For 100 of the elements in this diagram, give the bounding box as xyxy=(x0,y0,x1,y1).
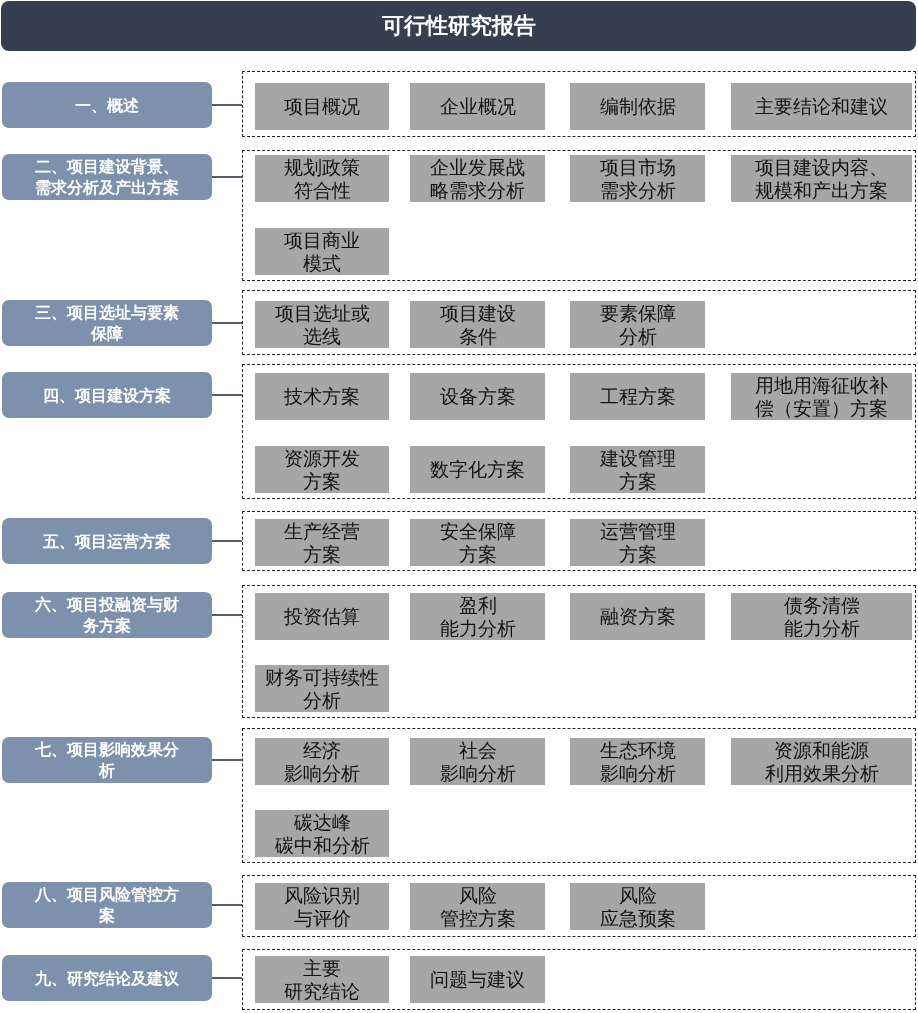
topic-box xyxy=(255,373,389,420)
topic-text: 资源和能源利用效果分析 xyxy=(764,738,879,785)
topic-box xyxy=(255,301,389,348)
topic-text: 债务清偿能力分析 xyxy=(783,593,860,640)
connector-line xyxy=(211,614,243,616)
chapter-box xyxy=(2,518,212,564)
topic-box xyxy=(570,446,705,493)
chapter-title: 二、项目建设背景、需求分析及产出方案 xyxy=(35,156,179,198)
topic-box xyxy=(731,155,912,202)
topic-box xyxy=(570,883,705,930)
topic-box xyxy=(731,83,912,130)
topic-box xyxy=(570,593,705,640)
topic-box xyxy=(410,883,545,930)
chapter-box xyxy=(2,882,212,928)
connector-line xyxy=(211,176,243,178)
chapter-title: 三、项目选址与要素保障 xyxy=(35,302,179,344)
topic-box xyxy=(731,373,912,420)
topic-box xyxy=(410,956,545,1003)
topic-box xyxy=(570,301,705,348)
connector-line xyxy=(211,540,243,542)
topic-text: 项目概况 xyxy=(284,95,360,118)
topic-text: 主要结论和建议 xyxy=(755,95,888,118)
topic-box xyxy=(255,83,389,130)
topic-text: 生产经营方案 xyxy=(284,519,360,566)
topic-box xyxy=(570,738,705,785)
topic-box xyxy=(410,738,545,785)
connector-line xyxy=(211,394,243,396)
topic-box xyxy=(570,519,705,566)
topic-text: 盈利能力分析 xyxy=(439,593,516,640)
topic-text: 风险管控方案 xyxy=(439,883,516,930)
chapter-title: 五、项目运营方案 xyxy=(43,530,171,552)
connector-line xyxy=(211,977,243,979)
chapter-box xyxy=(2,737,212,783)
topic-text: 用地用海征收补偿（安置）方案 xyxy=(755,373,888,420)
report-title-bar: 可行性研究报告 xyxy=(1,1,916,51)
chapter-box xyxy=(2,592,212,638)
dashed-group-frame xyxy=(242,290,916,355)
chapter-title: 七、项目影响效果分析 xyxy=(35,739,179,781)
topic-box xyxy=(255,738,389,785)
topic-text: 问题与建议 xyxy=(430,968,525,991)
chapter-box xyxy=(2,955,212,1001)
dashed-group-frame xyxy=(242,875,916,937)
topic-box xyxy=(570,155,705,202)
topic-box xyxy=(410,373,545,420)
topic-text: 生态环境影响分析 xyxy=(599,738,676,785)
dashed-group-frame xyxy=(242,511,916,571)
dashed-group-frame xyxy=(242,71,916,137)
chapter-title: 六、项目投融资与财务方案 xyxy=(35,594,179,636)
topic-box xyxy=(570,373,705,420)
dashed-group-frame xyxy=(242,585,916,718)
chapter-box xyxy=(2,154,212,200)
topic-text: 数字化方案 xyxy=(430,458,525,481)
topic-box xyxy=(731,738,912,785)
topic-box xyxy=(410,83,545,130)
topic-text: 融资方案 xyxy=(599,605,676,628)
topic-text: 项目建设内容、规模和产出方案 xyxy=(755,155,888,202)
chapter-box xyxy=(2,372,212,418)
topic-box xyxy=(410,155,545,202)
topic-text: 工程方案 xyxy=(599,385,676,408)
topic-text: 主要研究结论 xyxy=(284,956,360,1003)
topic-text: 安全保障方案 xyxy=(439,519,516,566)
topic-text: 风险应急预案 xyxy=(599,883,676,930)
topic-text: 资源开发方案 xyxy=(284,446,360,493)
topic-text: 规划政策符合性 xyxy=(284,155,360,202)
connector-line xyxy=(211,904,243,906)
topic-text: 企业概况 xyxy=(439,95,516,118)
topic-box xyxy=(731,593,912,640)
topic-text: 项目选址或选线 xyxy=(274,301,370,348)
topic-text: 风险识别与评价 xyxy=(284,883,360,930)
topic-text: 要素保障分析 xyxy=(599,301,676,348)
dashed-group-frame xyxy=(242,728,916,863)
topic-box xyxy=(410,446,545,493)
chapter-title: 九、研究结论及建议 xyxy=(35,967,179,989)
topic-text: 社会影响分析 xyxy=(439,738,516,785)
topic-text: 编制依据 xyxy=(599,95,676,118)
topic-text: 项目建设条件 xyxy=(439,301,516,348)
topic-text: 技术方案 xyxy=(284,385,360,408)
topic-box xyxy=(410,593,545,640)
topic-text: 建设管理方案 xyxy=(599,446,676,493)
connector-line xyxy=(211,322,243,324)
topic-text: 设备方案 xyxy=(439,385,516,408)
connector-line xyxy=(211,759,243,761)
topic-box xyxy=(255,883,389,930)
topic-box xyxy=(255,155,389,202)
chapter-title: 四、项目建设方案 xyxy=(43,384,171,406)
dashed-group-frame xyxy=(242,364,916,499)
chapter-box xyxy=(2,300,212,346)
topic-text: 投资估算 xyxy=(284,605,360,628)
topic-text: 企业发展战略需求分析 xyxy=(430,155,525,202)
topic-text: 财务可持续性分析 xyxy=(265,665,379,712)
dashed-group-frame xyxy=(242,949,916,1010)
chapter-title: 八、项目风险管控方案 xyxy=(35,884,179,926)
topic-box xyxy=(410,519,545,566)
topic-box xyxy=(255,228,389,275)
topic-text: 项目市场需求分析 xyxy=(599,155,676,202)
topic-box xyxy=(255,593,389,640)
topic-box xyxy=(410,301,545,348)
topic-text: 运营管理方案 xyxy=(599,519,676,566)
topic-text: 项目商业模式 xyxy=(284,228,360,275)
connector-line xyxy=(211,104,243,106)
